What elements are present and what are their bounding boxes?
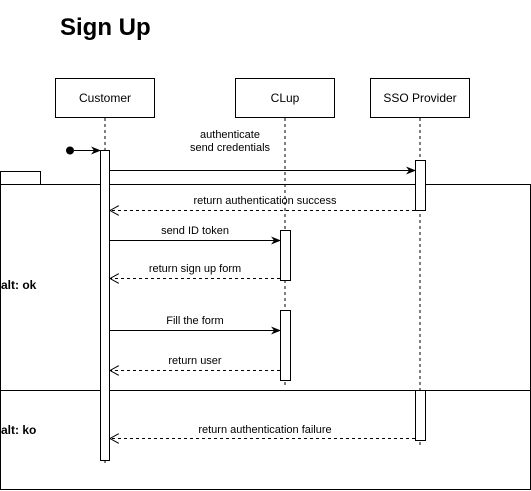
message-label-send-id-token: send ID token <box>161 225 229 237</box>
message-label-return-signup-form: return sign up form <box>148 263 242 275</box>
alt-fragment-frame <box>0 184 531 490</box>
activation-customer <box>100 150 110 461</box>
participant-clup: CLup <box>235 78 335 118</box>
message-label-authenticate-line2: send credentials <box>189 142 271 154</box>
alt-fragment-tab <box>0 171 41 185</box>
message-label-return-auth-failure: return authentication failure <box>198 424 332 436</box>
message-label-fill-form: Fill the form <box>166 315 224 327</box>
activation-sso-1 <box>415 160 426 211</box>
message-label-authenticate-line1: authenticate <box>200 129 260 141</box>
activation-clup-2 <box>280 310 291 381</box>
participant-sso-provider: SSO Provider <box>370 78 470 118</box>
message-label-return-auth-success: return authentication success <box>193 195 337 207</box>
page-title: Sign Up <box>60 14 151 41</box>
participant-customer: Customer <box>55 78 155 118</box>
message-label-authenticate: authenticate send credentials <box>190 129 270 155</box>
initial-node <box>66 146 74 155</box>
activation-clup-1 <box>280 230 291 281</box>
fragment-label-alt-ok: alt: ok <box>1 278 37 292</box>
message-label-return-user: return user <box>168 355 222 367</box>
fragment-label-alt-ko: alt: ko <box>1 423 37 437</box>
activation-sso-2 <box>415 390 426 441</box>
